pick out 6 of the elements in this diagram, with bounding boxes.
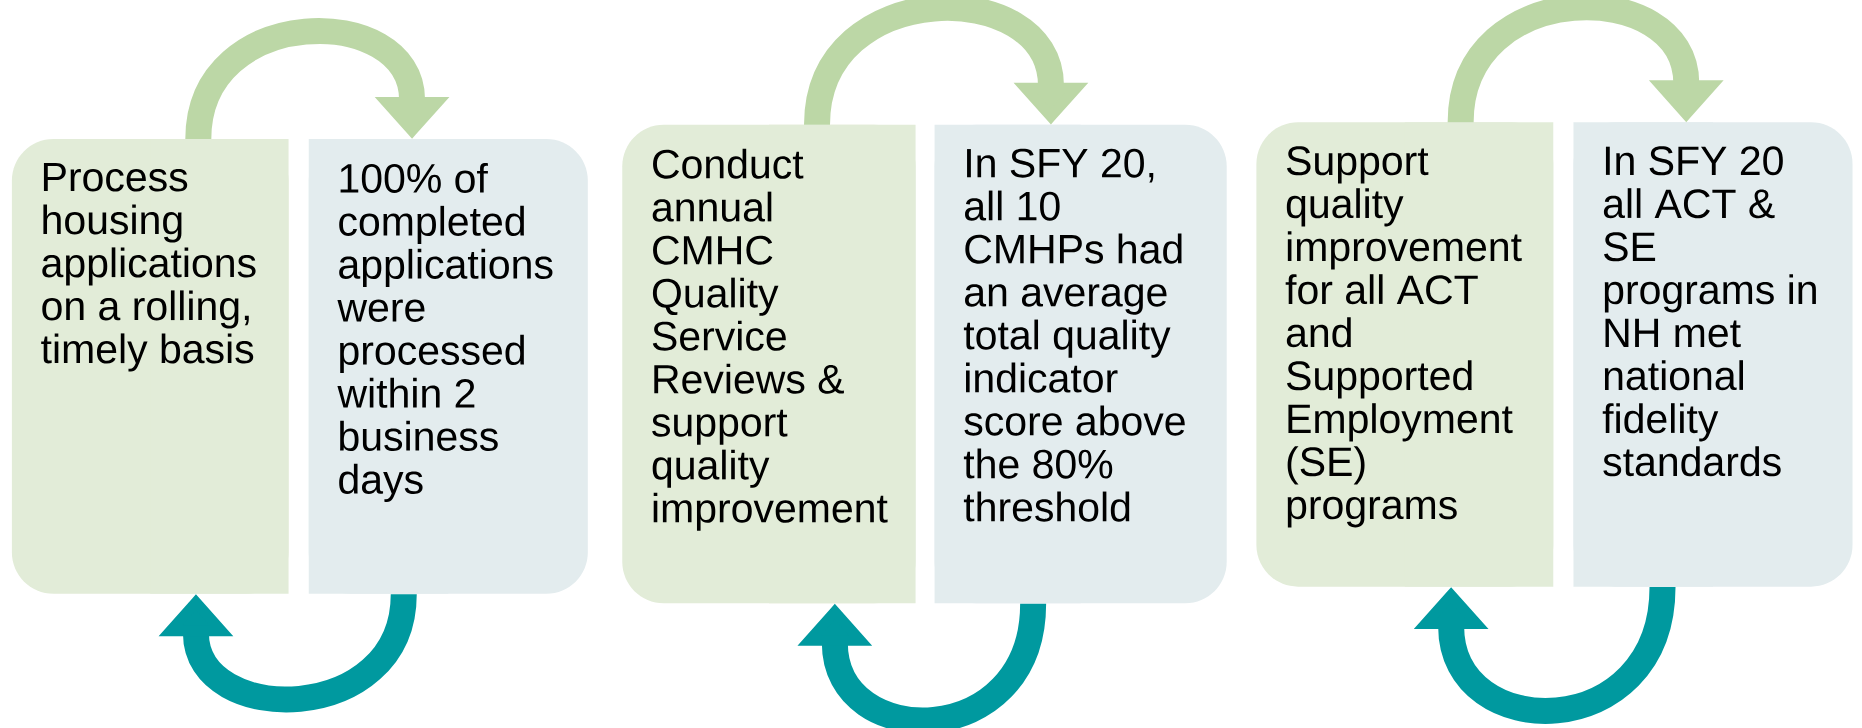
- text-box: In SFY 20, all 10 CMHPs had an average total quality indicator score above the 80% threshold: [934, 124, 1227, 604]
- text-box: Process housing applications on a rolling, timely basis: [11, 138, 289, 594]
- text-box: Conduct annual CMHC Quality Service Reviews & support quality improvement: [622, 124, 916, 604]
- text-box: 100% of completed applications were processed within 2 business days: [308, 138, 588, 594]
- text-box: In SFY 20 all ACT & SE programs in NH met national fidelity standards: [1573, 122, 1853, 587]
- text-box: Support quality improvement for all ACT and Supported Employment (SE) programs: [1256, 122, 1554, 587]
